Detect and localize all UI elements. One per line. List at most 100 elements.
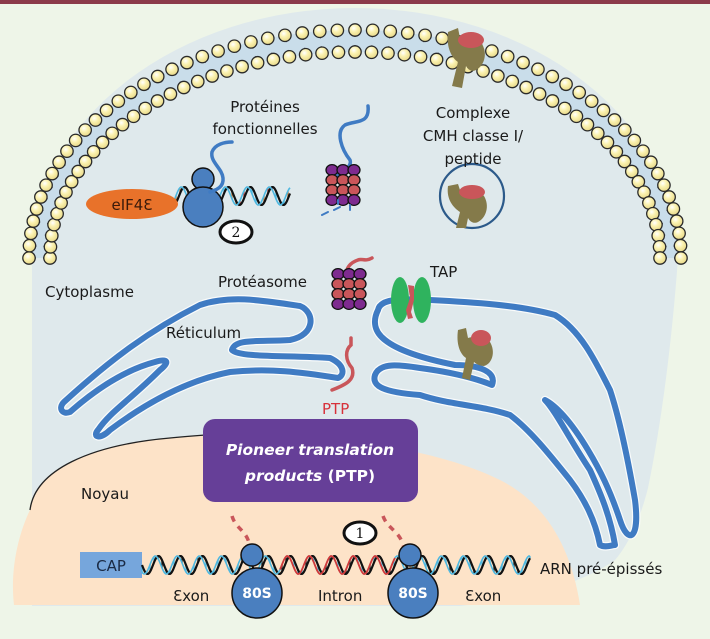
lipid-head (418, 28, 432, 43)
lipid-head (22, 238, 37, 253)
lipid-head (624, 164, 639, 179)
lipid-head (397, 47, 412, 62)
lipid-head (315, 46, 329, 61)
lipid-head (662, 190, 676, 204)
label-noyau: Noyau (81, 485, 129, 503)
lipid-head (476, 64, 490, 78)
cap-label: CAP (96, 557, 126, 575)
ptp-box: Pioneer translation products (PTP) (203, 419, 418, 502)
label-reticulum: Réticulum (166, 324, 241, 342)
lipid-head (383, 24, 398, 39)
label-exon-1: Ɛxon (173, 587, 209, 605)
svg-text:products (PTP): products (PTP) (244, 467, 375, 485)
lipid-head (123, 85, 138, 100)
lipid-head (86, 144, 101, 159)
lipid-head (532, 87, 547, 101)
lipid-head (60, 144, 74, 159)
lipid-head (413, 49, 428, 64)
lipid-head (584, 94, 599, 109)
label-proteines: Protéines (230, 98, 300, 116)
lipid-head (180, 55, 194, 70)
proteasome-top (325, 163, 361, 207)
lipid-head (557, 101, 572, 116)
proteasome-subunit (347, 173, 361, 187)
lipid-head (44, 228, 59, 243)
lipid-head (348, 45, 362, 59)
lipid-head (34, 190, 48, 204)
proteasome-middle (331, 267, 367, 311)
label-ptp: PTP (322, 400, 349, 418)
proteasome-subunit (353, 267, 367, 281)
lipid-head (365, 23, 380, 38)
lipid-head (163, 87, 178, 101)
lipid-head (617, 154, 632, 169)
lipid-head (531, 62, 545, 77)
lipid-head (607, 113, 622, 127)
proteasome-subunit (342, 267, 356, 281)
nascent-protein-chain (208, 140, 234, 194)
lipid-head (600, 135, 615, 150)
lipid-head (500, 49, 515, 64)
proteasome-subunit (342, 287, 356, 301)
label-complexe: Complexe (436, 104, 511, 122)
lipid-head (627, 133, 642, 148)
proteasome-subunit (331, 297, 345, 311)
lipid-head (572, 85, 587, 100)
lipid-head (266, 52, 281, 67)
lipid-head (105, 126, 120, 141)
ribosome-1-label: 80S (242, 586, 272, 602)
lipid-head (137, 77, 151, 92)
label-intron: Intron (318, 587, 362, 605)
lipid-head (195, 49, 210, 64)
ptp-box-line1: Pioneer translation (226, 441, 394, 459)
proteasome-subunit (325, 193, 339, 207)
lipid-head (636, 144, 650, 159)
lipid-head (150, 69, 165, 84)
plasma-membrane (22, 23, 688, 265)
lipid-head (519, 80, 534, 95)
proteasome-subunit (325, 183, 339, 197)
lipid-head (78, 154, 93, 169)
lipid-head (429, 52, 444, 67)
lipid-head (348, 23, 362, 37)
lipid-head (491, 69, 505, 83)
label-cytoplasme: Cytoplasme (45, 283, 134, 301)
lipid-head (52, 155, 66, 170)
cytoplasmic-ribosome (182, 167, 224, 228)
lipid-head (330, 23, 345, 38)
nuclear-envelope (29, 433, 221, 511)
eif4e-label: eIF4Ɛ (111, 196, 152, 214)
lipid-head (71, 164, 86, 179)
lipid-head (26, 214, 41, 228)
lipid-head (505, 74, 520, 89)
lipid-head (138, 101, 153, 116)
mhc-membrane-complex (447, 28, 485, 88)
lipid-head (78, 123, 93, 137)
proteasome-subunit (331, 277, 345, 291)
lipid-head (580, 117, 595, 132)
lipid-head (64, 174, 79, 189)
label-exon-2: Ɛxon (465, 587, 501, 605)
lipid-head (435, 31, 450, 46)
lipid-head (150, 94, 165, 108)
svg-text:1: 1 (356, 526, 365, 542)
lipid-head (485, 44, 499, 58)
lipid-head (282, 49, 297, 64)
lipid-head (657, 178, 671, 193)
ptp-box-line2-italic: products (244, 467, 322, 485)
lipid-head (650, 166, 665, 181)
proteasome-subunit (353, 287, 367, 301)
mhc-vesicle (438, 162, 506, 230)
lipid-head (609, 144, 624, 159)
eif4e-factor (86, 189, 178, 219)
lipid-head (569, 109, 584, 124)
peptide-fragments (321, 199, 351, 216)
lipid-head (295, 26, 310, 40)
frame-top-bar (0, 0, 710, 4)
proteasome-subunit (353, 297, 367, 311)
lipid-head (244, 35, 258, 49)
lipid-head (45, 166, 60, 181)
lipid-head (111, 94, 126, 109)
pre-mrna-strand (140, 555, 531, 575)
lipid-head (400, 26, 415, 40)
